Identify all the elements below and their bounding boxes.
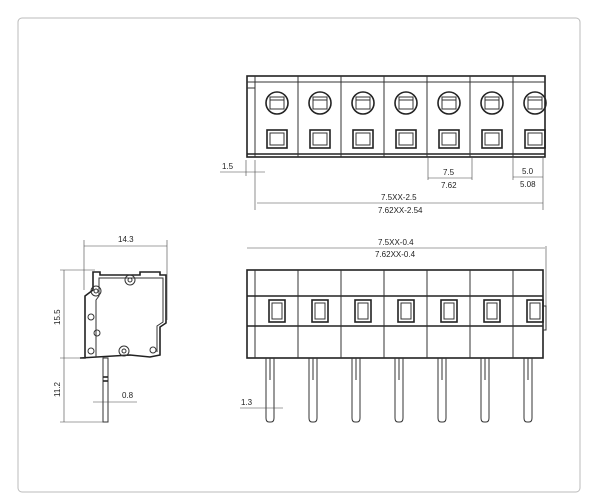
terminal-cell xyxy=(437,91,461,149)
front-window xyxy=(311,299,329,323)
front-body xyxy=(246,269,544,359)
front-window xyxy=(268,299,286,323)
front-cell xyxy=(523,299,544,423)
wire-entry xyxy=(395,129,417,149)
wire-entry xyxy=(309,129,331,149)
front-cell xyxy=(308,299,329,423)
front-window xyxy=(397,299,415,323)
dim-pitch-b: 7.62 xyxy=(441,181,457,190)
pin xyxy=(480,358,490,423)
wire-entry xyxy=(266,129,288,149)
pin xyxy=(523,358,533,423)
side-body xyxy=(79,271,167,359)
pin xyxy=(265,358,275,423)
dim-pitch-a: 7.5 xyxy=(443,168,455,177)
front-window xyxy=(526,299,544,323)
terminal-cell xyxy=(480,91,504,149)
dim-total-b: 7.62XX-2.54 xyxy=(378,206,423,215)
dim-pin-width: 0.8 xyxy=(122,391,134,400)
screw-icon xyxy=(351,91,375,115)
terminal-cell xyxy=(308,91,332,149)
dim-front-total-a: 7.5XX-0.4 xyxy=(378,238,414,247)
dim-width: 14.3 xyxy=(118,235,134,244)
screw-icon xyxy=(394,91,418,115)
pin xyxy=(437,358,447,423)
wire-entry xyxy=(481,129,503,149)
top-body xyxy=(246,75,546,158)
side-view: 14.3 15.5 11.2 0.8 xyxy=(53,235,168,423)
front-cell xyxy=(394,299,415,423)
terminal-cell xyxy=(394,91,418,149)
front-window xyxy=(440,299,458,323)
front-cell xyxy=(480,299,501,423)
terminal-cell xyxy=(523,91,547,149)
dim-front-total-b: 7.62XX-0.4 xyxy=(375,250,416,259)
wire-entry xyxy=(352,129,374,149)
dim-end-b: 5.08 xyxy=(520,180,536,189)
screw-icon xyxy=(480,91,504,115)
pin xyxy=(308,358,318,423)
dim-height: 15.5 xyxy=(53,309,62,325)
terminal-cell xyxy=(351,91,375,149)
pin xyxy=(394,358,404,423)
pin xyxy=(351,358,361,423)
front-cell xyxy=(351,299,372,423)
screw-icon xyxy=(265,91,289,115)
terminal-cell xyxy=(265,91,289,149)
front-window xyxy=(483,299,501,323)
top-view: 1.5 7.5 7.62 5.0 5.08 7.5XX-2.5 7.62XX-2… xyxy=(220,75,547,215)
dim-offset: 1.5 xyxy=(222,162,234,171)
wire-entry xyxy=(438,129,460,149)
dim-total-a: 7.5XX-2.5 xyxy=(381,193,417,202)
screw-icon xyxy=(437,91,461,115)
side-pin xyxy=(102,357,109,423)
wire-entry xyxy=(524,129,546,149)
dim-end-a: 5.0 xyxy=(522,167,534,176)
front-cell xyxy=(437,299,458,423)
front-cell xyxy=(265,299,286,423)
front-window xyxy=(354,299,372,323)
front-view: 7.5XX-0.4 7.62XX-0.4 1.3 xyxy=(240,238,547,423)
screw-icon xyxy=(308,91,332,115)
drawing-frame xyxy=(17,17,581,493)
dim-front-pin: 1.3 xyxy=(241,398,253,407)
screw-icon xyxy=(523,91,547,115)
dim-pin-length: 11.2 xyxy=(53,381,62,397)
